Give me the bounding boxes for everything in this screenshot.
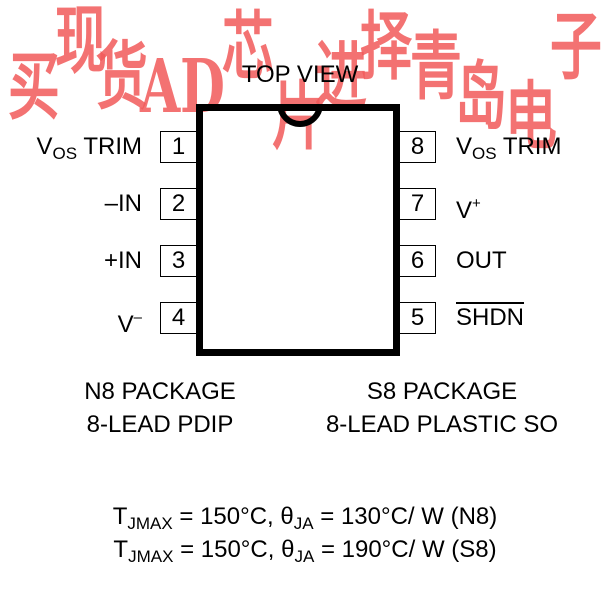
pin-3-box: 3	[160, 245, 196, 277]
watermark-char: 岛	[455, 54, 507, 140]
pin-1-box: 1	[160, 131, 196, 163]
thermal-spec-s8: TJMAX = 150°C, θJA = 190°C/ W (S8)	[113, 536, 497, 566]
watermark-char: 现	[55, 0, 107, 84]
pin-8-label: VOS TRIM	[456, 133, 562, 163]
package-left-line1: N8 PACKAGE	[84, 378, 236, 405]
pin-2-label: –IN	[104, 190, 142, 217]
pin-4-box: 4	[160, 302, 196, 334]
thermal-spec-n8: TJMAX = 150°C, θJA = 130°C/ W (N8)	[112, 503, 498, 533]
pin-1-label: VOS TRIM	[36, 133, 142, 163]
pin-2-box: 2	[160, 188, 196, 220]
watermark-char: 货	[96, 34, 148, 120]
package-right-line1: S8 PACKAGE	[366, 378, 518, 405]
pin-3-label: +IN	[103, 247, 142, 274]
diagram-title: TOP VIEW	[241, 61, 359, 88]
pin-8-box: 8	[400, 131, 436, 163]
chip-notch	[278, 104, 322, 127]
watermark-char: 买	[8, 44, 60, 130]
pin-5-box: 5	[400, 302, 436, 334]
watermark-char: 青	[410, 24, 462, 110]
watermark-char: 子	[550, 4, 602, 90]
pin-5-label: SHDN	[456, 304, 525, 331]
pin-7-label: V+	[456, 195, 481, 224]
package-left-line2: 8-LEAD PDIP	[86, 411, 234, 438]
pin-7-box: 7	[400, 188, 436, 220]
pin-6-box: 6	[400, 245, 436, 277]
pin-4-label: V–	[117, 309, 142, 338]
chip-body	[196, 104, 400, 356]
pin-6-label: OUT	[456, 247, 507, 274]
watermark-char: A	[140, 44, 181, 130]
package-right-line2: 8-LEAD PLASTIC SO	[325, 411, 559, 438]
